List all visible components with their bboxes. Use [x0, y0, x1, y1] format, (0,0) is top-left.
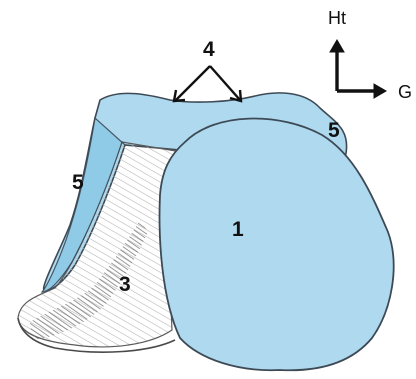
region-1-shape — [160, 119, 394, 371]
label-g: G — [398, 82, 412, 102]
label-region-5-right: 5 — [328, 119, 340, 142]
label-region-4: 4 — [203, 38, 215, 61]
label-ht: Ht — [328, 8, 346, 28]
label-region-1: 1 — [232, 218, 244, 241]
label-4-arrows — [174, 66, 241, 101]
orientation-indicator — [330, 40, 386, 98]
label-region-3: 3 — [119, 273, 131, 296]
label-region-5-left: 5 — [72, 171, 84, 194]
